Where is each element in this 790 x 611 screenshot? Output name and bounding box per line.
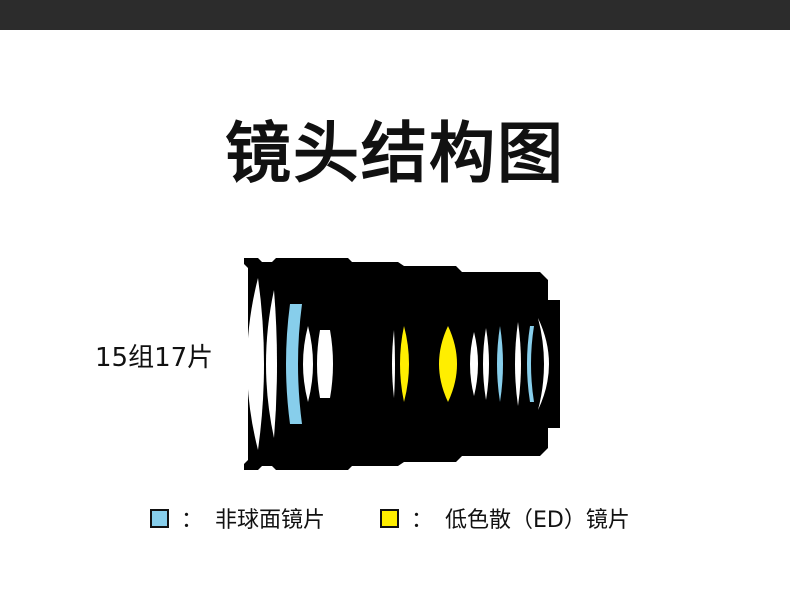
ed-swatch	[380, 508, 399, 528]
lens-element-ed-2	[439, 326, 457, 402]
lens-element-4	[317, 330, 333, 398]
page-title: 镜头结构图	[225, 115, 565, 192]
top-bar	[0, 0, 790, 30]
lens-element-rear	[538, 318, 549, 410]
legend-item-ed: ： 低色散（ED）镜片	[380, 503, 630, 533]
lens-element-aspheric-3	[527, 326, 534, 402]
legend-label-aspheric: 非球面镜片	[215, 508, 326, 533]
legend-separator: ：	[411, 508, 434, 533]
lens-element-aspheric-2	[497, 326, 503, 402]
lens-cross-section	[244, 258, 560, 470]
legend-item-aspheric: ： 非球面镜片	[150, 503, 325, 533]
lens-element-6	[470, 332, 478, 396]
lens-element-8	[515, 322, 521, 406]
lens-element-front-2	[266, 290, 277, 438]
lens-group-count: 15组17片	[95, 343, 214, 373]
lens-element-5	[392, 330, 395, 398]
legend-separator: ：	[181, 508, 204, 533]
legend-label-ed: 低色散（ED）镜片	[445, 508, 630, 533]
lens-element-aspheric-1	[286, 304, 302, 424]
lens-element-7	[483, 328, 489, 400]
lens-element-ed-1	[400, 326, 409, 402]
lens-element-3	[303, 326, 313, 402]
lens-element-front-1	[247, 278, 264, 450]
aspheric-swatch	[150, 508, 169, 528]
legend: ： 非球面镜片 ： 低色散（ED）镜片	[0, 503, 790, 533]
